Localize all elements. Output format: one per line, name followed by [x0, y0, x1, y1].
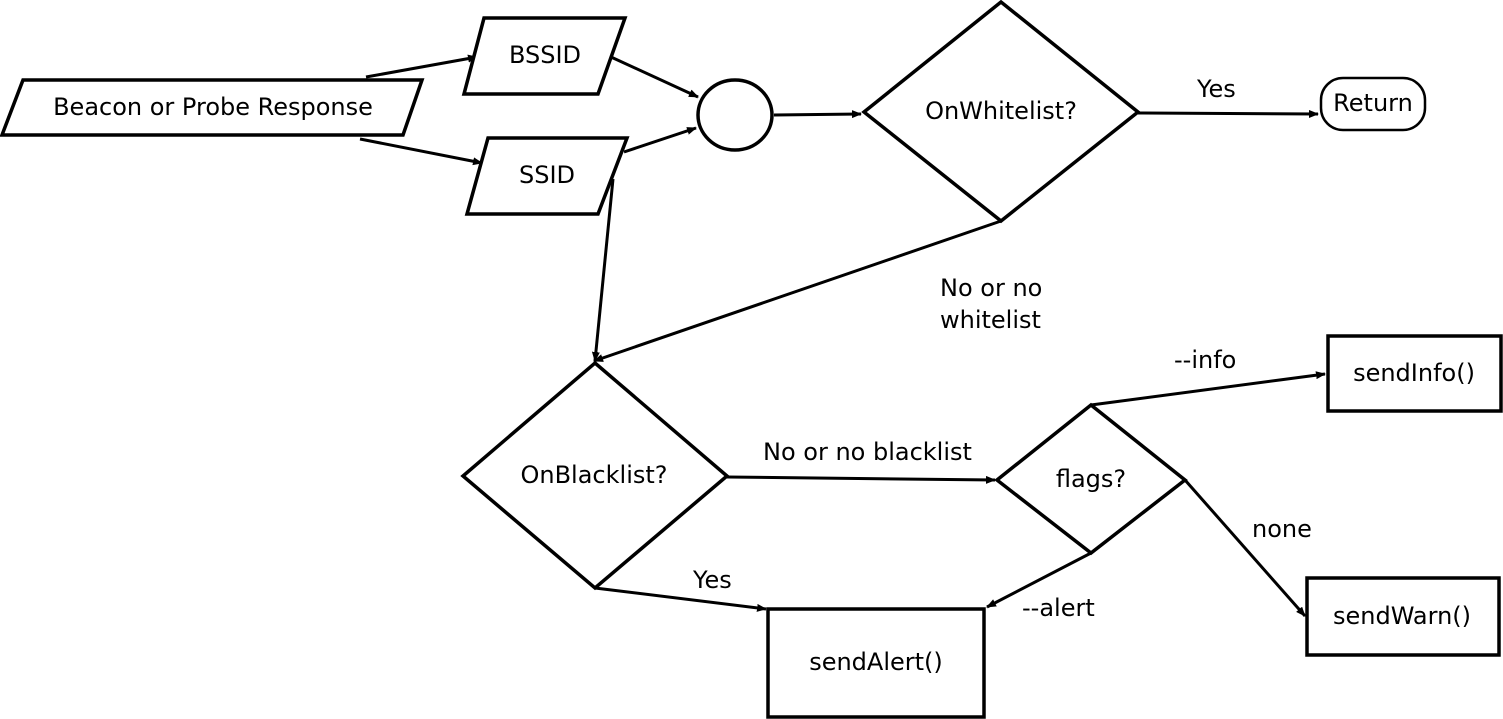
node-bssid: BSSID [461, 16, 628, 96]
node-send-alert: sendAlert() [766, 607, 986, 719]
node-flags-label: flags? [1056, 465, 1126, 493]
edge-label-flags-alert: --alert [1022, 594, 1095, 622]
node-blacklist-label: OnBlacklist? [520, 461, 667, 489]
edge-flags-to-sendalert [986, 551, 1092, 609]
node-whitelist: OnWhitelist? [861, 0, 1141, 224]
edge-whitelist-to-blacklist [593, 219, 1002, 363]
node-send-info: sendInfo() [1326, 334, 1503, 413]
node-beacon-label: Beacon or Probe Response [53, 93, 373, 121]
node-flags: flags? [994, 402, 1188, 556]
edge-label-flags-info: --info [1174, 346, 1236, 374]
edge-labels: Yes No or no whitelist No or no blacklis… [692, 75, 1312, 622]
edge-label-blacklist-no: No or no blacklist [763, 438, 972, 466]
node-send-warn-label: sendWarn() [1333, 602, 1471, 630]
node-junction [696, 78, 774, 152]
node-bssid-label: BSSID [509, 41, 581, 69]
node-ssid-label: SSID [519, 161, 575, 189]
edge-label-flags-none: none [1252, 515, 1312, 543]
node-send-warn: sendWarn() [1305, 576, 1501, 657]
edge-ssid-to-blacklist [591, 178, 615, 362]
edge-label-whitelist-yes: Yes [1196, 75, 1236, 103]
node-return-label: Return [1333, 89, 1413, 117]
edge-ssid-to-junction [623, 126, 697, 154]
node-send-info-label: sendInfo() [1353, 359, 1475, 387]
edge-label-blacklist-yes: Yes [692, 566, 732, 594]
edges [359, 54, 1326, 617]
edge-flags-to-sendinfo [1090, 371, 1326, 407]
edge-beacon-to-bssid [365, 54, 478, 79]
node-send-alert-label: sendAlert() [809, 648, 943, 676]
node-ssid: SSID [464, 136, 630, 216]
edge-junction-to-whitelist [773, 110, 862, 119]
edge-blacklist-to-sendalert [594, 586, 767, 612]
edge-label-whitelist-no-line2: whitelist [940, 306, 1041, 334]
node-whitelist-label: OnWhitelist? [925, 97, 1077, 125]
edge-bssid-to-junction [610, 55, 699, 99]
node-blacklist: OnBlacklist? [460, 360, 730, 591]
edge-label-whitelist-no-line1: No or no [940, 274, 1042, 302]
edge-whitelist-to-return [1137, 109, 1319, 118]
edge-beacon-to-ssid [359, 137, 483, 166]
edge-blacklist-to-flags [726, 475, 996, 484]
node-beacon: Beacon or Probe Response [0, 78, 425, 137]
node-return: Return [1319, 76, 1427, 132]
edge-flags-to-sendwarn [1183, 479, 1307, 617]
